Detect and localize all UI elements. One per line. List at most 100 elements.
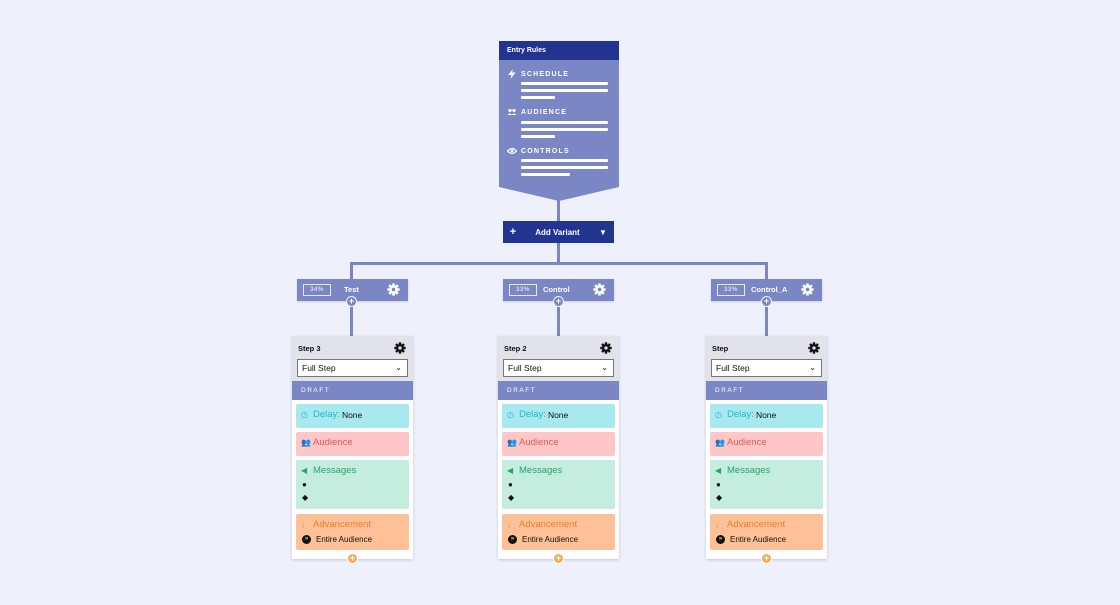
advancement-tile[interactable]: ↓Advancement »Entire Audience (710, 514, 823, 550)
connector-line (765, 300, 768, 337)
gear-icon[interactable] (394, 342, 406, 354)
audience-tile[interactable]: 👥Audience (710, 432, 823, 456)
fast-forward-icon: » (302, 535, 311, 544)
variant-percent: 34% (303, 284, 331, 296)
placeholder-line (521, 121, 608, 124)
delay-tile[interactable]: ◷Delay:None (710, 404, 823, 428)
step-type-select[interactable]: Full Step⌄ (297, 359, 408, 377)
placeholder-line (521, 173, 570, 176)
step-card-step[interactable]: Step Full Step⌄ DRAFT ◷Delay:None 👥Audie… (706, 336, 827, 559)
connector-line (557, 200, 560, 222)
apple-icon: ● (508, 480, 513, 489)
send-icon: ◀ (715, 466, 722, 475)
arrow-down-icon: ↓ (301, 520, 305, 529)
variant-name: Test (344, 285, 359, 294)
android-icon: ◆ (716, 493, 723, 502)
clock-icon: ◷ (715, 410, 722, 419)
delay-tile[interactable]: ◷Delay:None (502, 404, 615, 428)
arrow-down-icon: ↓ (715, 520, 719, 529)
gear-icon[interactable] (600, 342, 612, 354)
variant-bar-control-a[interactable]: 33% Control_A (711, 279, 822, 301)
step-name: Step 3 (298, 344, 321, 353)
add-variant-label: Add Variant (535, 227, 580, 237)
entry-rules-card[interactable]: Entry Rules SCHEDULE AUDIENCE CONTROLS (499, 41, 619, 201)
variant-percent: 33% (717, 284, 745, 296)
placeholder-line (521, 128, 608, 131)
chevron-down-icon: ⌄ (395, 363, 402, 372)
placeholder-line (521, 166, 608, 169)
placeholder-line (521, 159, 608, 162)
send-icon: ◀ (507, 466, 514, 475)
variant-bar-test[interactable]: 34% Test (297, 279, 408, 301)
step-type-select[interactable]: Full Step⌄ (503, 359, 614, 377)
messages-tile[interactable]: ◀Messages ● ◆ (296, 460, 409, 509)
variant-name: Control (543, 285, 570, 294)
delay-tile[interactable]: ◷Delay:None (296, 404, 409, 428)
plus-icon: + (509, 226, 517, 238)
advancement-tile[interactable]: ↓Advancement »Entire Audience (296, 514, 409, 550)
clock-icon: ◷ (301, 410, 308, 419)
entry-section-label: SCHEDULE (521, 70, 570, 78)
caret-down-icon[interactable]: ▼ (599, 227, 607, 237)
people-icon: 👥 (301, 438, 311, 447)
gear-icon[interactable] (387, 283, 400, 296)
messages-tile[interactable]: ◀Messages ● ◆ (502, 460, 615, 509)
entry-section-label: CONTROLS (521, 147, 570, 155)
entry-section-controls[interactable]: CONTROLS (507, 146, 615, 156)
audience-tile[interactable]: 👥Audience (296, 432, 409, 456)
connector-line (350, 300, 353, 337)
add-variant-button[interactable]: + Add Variant ▼ (503, 221, 614, 243)
status-badge: DRAFT (498, 381, 619, 400)
placeholder-line (521, 96, 555, 99)
add-step-plus-icon[interactable]: + (347, 553, 358, 564)
fast-forward-icon: » (716, 535, 725, 544)
status-badge: DRAFT (292, 381, 413, 400)
connector-line (557, 300, 560, 337)
placeholder-line (521, 82, 608, 85)
connector-line (765, 262, 768, 279)
people-icon: 👥 (507, 438, 517, 447)
gear-icon[interactable] (801, 283, 814, 296)
step-type-select[interactable]: Full Step⌄ (711, 359, 822, 377)
clock-icon: ◷ (507, 410, 514, 419)
add-step-plus-icon[interactable]: + (346, 296, 357, 307)
people-icon (507, 108, 517, 115)
variant-bar-control[interactable]: 33% Control (503, 279, 614, 301)
arrow-down-icon: ↓ (507, 520, 511, 529)
people-icon: 👥 (715, 438, 725, 447)
gear-icon[interactable] (808, 342, 820, 354)
audience-tile[interactable]: 👥Audience (502, 432, 615, 456)
android-icon: ◆ (508, 493, 515, 502)
eye-icon (507, 147, 517, 155)
connector-line (350, 262, 768, 265)
placeholder-line (521, 135, 555, 138)
android-icon: ◆ (302, 493, 309, 502)
entry-section-label: AUDIENCE (521, 108, 568, 116)
messages-tile[interactable]: ◀Messages ● ◆ (710, 460, 823, 509)
advancement-tile[interactable]: ↓Advancement »Entire Audience (502, 514, 615, 550)
connector-line (557, 243, 560, 264)
step-name: Step 2 (504, 344, 527, 353)
add-step-plus-icon[interactable]: + (553, 296, 564, 307)
fast-forward-icon: » (508, 535, 517, 544)
add-step-plus-icon[interactable]: + (761, 553, 772, 564)
chevron-down-icon: ⌄ (601, 363, 608, 372)
entry-rules-title: Entry Rules (507, 47, 546, 54)
variant-percent: 33% (509, 284, 537, 296)
gear-icon[interactable] (593, 283, 606, 296)
entry-section-schedule[interactable]: SCHEDULE (507, 69, 615, 79)
variant-name: Control_A (751, 285, 788, 294)
add-step-plus-icon[interactable]: + (761, 296, 772, 307)
chevron-down-icon: ⌄ (809, 363, 816, 372)
add-step-plus-icon[interactable]: + (553, 553, 564, 564)
apple-icon: ● (302, 480, 307, 489)
step-name: Step (712, 344, 729, 353)
status-badge: DRAFT (706, 381, 827, 400)
step-card-step-3[interactable]: Step 3 Full Step⌄ DRAFT ◷Delay:None 👥Aud… (292, 336, 413, 559)
entry-section-audience[interactable]: AUDIENCE (507, 107, 615, 117)
apple-icon: ● (716, 480, 721, 489)
step-card-step-2[interactable]: Step 2 Full Step⌄ DRAFT ◷Delay:None 👥Aud… (498, 336, 619, 559)
lightning-icon (508, 69, 516, 79)
placeholder-line (521, 89, 608, 92)
connector-line (350, 262, 353, 279)
